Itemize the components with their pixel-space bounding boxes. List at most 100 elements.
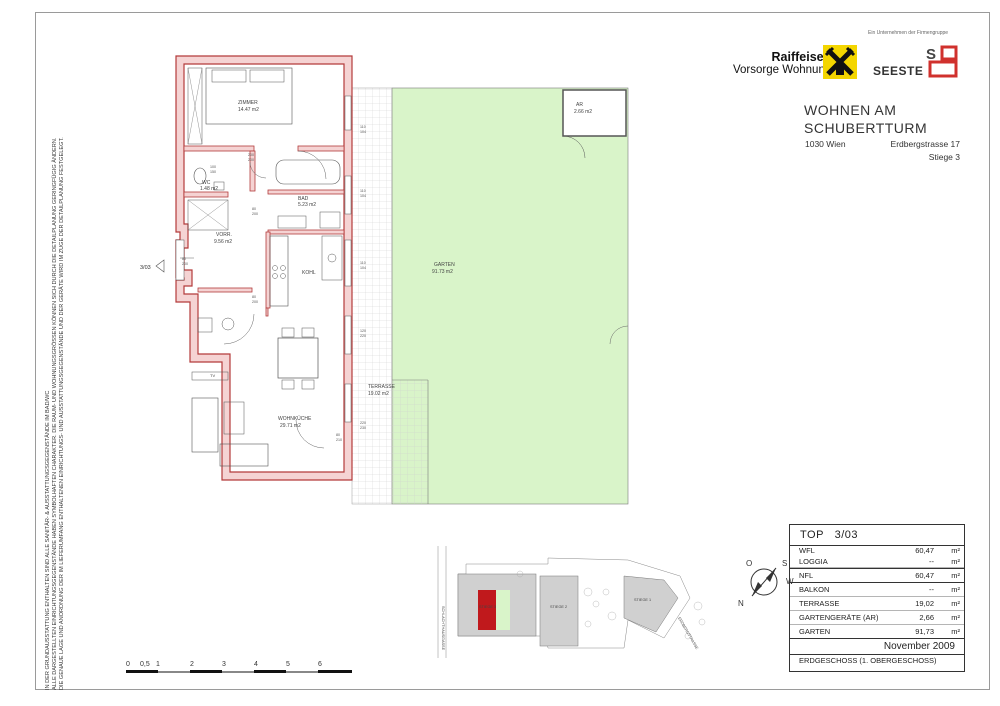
room-terrasse-area: 19.02 m2 bbox=[368, 391, 389, 397]
room-ar-area: 2.66 m2 bbox=[574, 109, 592, 115]
disclaimer: IN DER GRUNDAUSSTATTUNG ENTHALTEN SIND A… bbox=[45, 30, 66, 690]
room-bad-name: BAD bbox=[298, 196, 309, 202]
room-wohnkueche-name: WOHNKÜCHE bbox=[278, 415, 312, 422]
area-row-label: GARTEN bbox=[799, 627, 831, 636]
compass-w: W bbox=[786, 577, 794, 586]
area-row-value: 2,66 bbox=[919, 613, 934, 622]
room-vorr-name: VORR. bbox=[216, 232, 232, 238]
floor-plan: ZIMMER 14.47 m2 WC 1.48 m2 BAD 5.23 m2 V… bbox=[140, 55, 629, 505]
dim-mark: 200 bbox=[252, 300, 258, 304]
area-row-unit: m² bbox=[951, 599, 960, 608]
dim-mark: 104 bbox=[360, 130, 366, 134]
scale-label: 0,5 bbox=[140, 661, 150, 668]
room-kochen-name: KOHL bbox=[302, 270, 316, 276]
area-row: GARTENGERÄTE (AR) 2,66 m² bbox=[790, 611, 964, 625]
room-zimmer-name: ZIMMER bbox=[238, 100, 258, 106]
dim-mark: 200 bbox=[182, 262, 188, 266]
site-stiege2: STIEGE 2 bbox=[550, 605, 567, 609]
disclaimer-line-2: ALLE DARGESTELLTEN EINRICHTUNGSGEGENSTÄN… bbox=[52, 137, 58, 690]
scale-label: 6 bbox=[318, 661, 322, 668]
site-plan: STIEGE 3 STIEGE 2 STIEGE 1 SCHLACHTHAUSG… bbox=[428, 546, 718, 658]
area-row-label: LOGGIA bbox=[799, 556, 828, 566]
group-note: Ein Unternehmen der Firmengruppe bbox=[868, 30, 949, 36]
area-row-value: 91,73 bbox=[915, 627, 934, 636]
site-street-left: SCHLACHTHAUSGASSE bbox=[441, 606, 445, 651]
dim-mark: 200 bbox=[248, 153, 254, 157]
project-title: WOHNEN AM SCHUBERTTURM bbox=[804, 101, 927, 137]
apartment-location-marker bbox=[478, 590, 496, 630]
entrance-arrow-icon bbox=[155, 259, 165, 273]
scale-label: 4 bbox=[254, 661, 258, 668]
entrance-label: 3/03 bbox=[140, 265, 151, 271]
terrace-area bbox=[351, 87, 393, 505]
room-wc-area: 1.48 m2 bbox=[200, 186, 218, 192]
terrace-extension bbox=[392, 380, 428, 504]
area-row-value: -- bbox=[929, 585, 934, 594]
dim-mark: 100 bbox=[210, 165, 216, 169]
dim-mark: 110 bbox=[360, 125, 366, 129]
room-ar-name: AR bbox=[576, 102, 583, 108]
dim-mark: 120 bbox=[360, 329, 366, 333]
scale-bar: 0 0,5 1 2 3 4 5 6 bbox=[126, 661, 352, 673]
area-row-label: TERRASSE bbox=[799, 599, 840, 608]
room-terrasse-name: TERRASSE bbox=[368, 384, 396, 390]
dim-mark: 220 bbox=[360, 334, 366, 338]
area-row-unit: m² bbox=[951, 556, 960, 566]
plan-date: November 2009 bbox=[790, 638, 964, 655]
disclaimer-line-3: DIE GENAUE LAGE UND ANORDNUNG DER IM LIE… bbox=[59, 137, 65, 690]
site-stiege1: STIEGE 1 bbox=[634, 598, 651, 602]
room-wohnkueche-area: 29.71 m2 bbox=[280, 423, 301, 429]
room-bad-area: 5.23 m2 bbox=[298, 202, 316, 208]
apartment-interior bbox=[183, 63, 345, 473]
top-number: 3/03 bbox=[834, 529, 859, 541]
dim-mark: 110 bbox=[360, 261, 366, 265]
dim-mark: 80 bbox=[336, 433, 340, 437]
area-row-value: 60,47 bbox=[915, 546, 934, 555]
area-row-label: NFL bbox=[799, 571, 814, 580]
area-row-label: BALKON bbox=[799, 585, 830, 594]
dim-mark: 200 bbox=[248, 158, 254, 162]
scale-label: 2 bbox=[190, 661, 194, 668]
project-city: 1030 Wien bbox=[805, 139, 846, 149]
top-label: TOP bbox=[800, 529, 824, 541]
compass-o: O bbox=[746, 559, 752, 568]
project-title-line-1: WOHNEN AM bbox=[804, 102, 897, 118]
project-stiege: Stiege 3 bbox=[928, 152, 960, 162]
sofa-2 bbox=[219, 443, 269, 467]
dim-mark: 210 bbox=[336, 438, 342, 442]
dim-mark: 80 bbox=[252, 207, 256, 211]
compass-n: N bbox=[738, 599, 744, 608]
area-summary-table: TOP 3/03 WFL 60,47 m² LOGGIA -- m² NFL 6… bbox=[789, 524, 965, 672]
raiffeisen-wordmark: Raiffeisen Vorsorge Wohnung bbox=[733, 51, 831, 77]
sofa bbox=[191, 397, 219, 453]
seeste-logo-icon: S bbox=[926, 45, 958, 78]
dim-mark: 80 bbox=[182, 257, 186, 261]
area-row-value: 60,47 bbox=[915, 571, 934, 580]
area-row: WFL 60,47 m² bbox=[790, 546, 964, 557]
scale-label: 3 bbox=[222, 661, 226, 668]
area-row-unit: m² bbox=[951, 546, 960, 555]
dim-mark: 150 bbox=[210, 170, 216, 174]
disclaimer-line-1: IN DER GRUNDAUSSTATTUNG ENTHALTEN SIND A… bbox=[45, 390, 51, 690]
area-row-unit: m² bbox=[951, 585, 960, 594]
area-row-unit: m² bbox=[951, 613, 960, 622]
compass-rose-icon: O S W N bbox=[738, 559, 794, 608]
dim-mark: 104 bbox=[360, 194, 366, 198]
svg-text:S: S bbox=[926, 46, 936, 63]
seeste-wordmark: SEESTE bbox=[873, 64, 924, 78]
dim-mark: 104 bbox=[360, 266, 366, 270]
tv-label: TV bbox=[210, 373, 215, 378]
area-row: NFL 60,47 m² bbox=[790, 568, 964, 583]
garden-area bbox=[391, 87, 629, 505]
room-garten-area: 91.73 m2 bbox=[432, 269, 453, 275]
site-stiege3: STIEGE 3 bbox=[479, 605, 496, 609]
area-row-unit: m² bbox=[951, 627, 960, 636]
compass-s: S bbox=[782, 559, 787, 568]
dim-mark: 110 bbox=[360, 189, 366, 193]
bathtub bbox=[275, 159, 341, 185]
area-row-label: WFL bbox=[799, 546, 815, 555]
raiffeisen-subtitle: Vorsorge Wohnung bbox=[733, 64, 832, 76]
area-row: GARTEN 91,73 m² bbox=[790, 625, 964, 638]
room-garten-name: GARTEN bbox=[434, 262, 455, 268]
area-row-value: 19,02 bbox=[915, 599, 934, 608]
